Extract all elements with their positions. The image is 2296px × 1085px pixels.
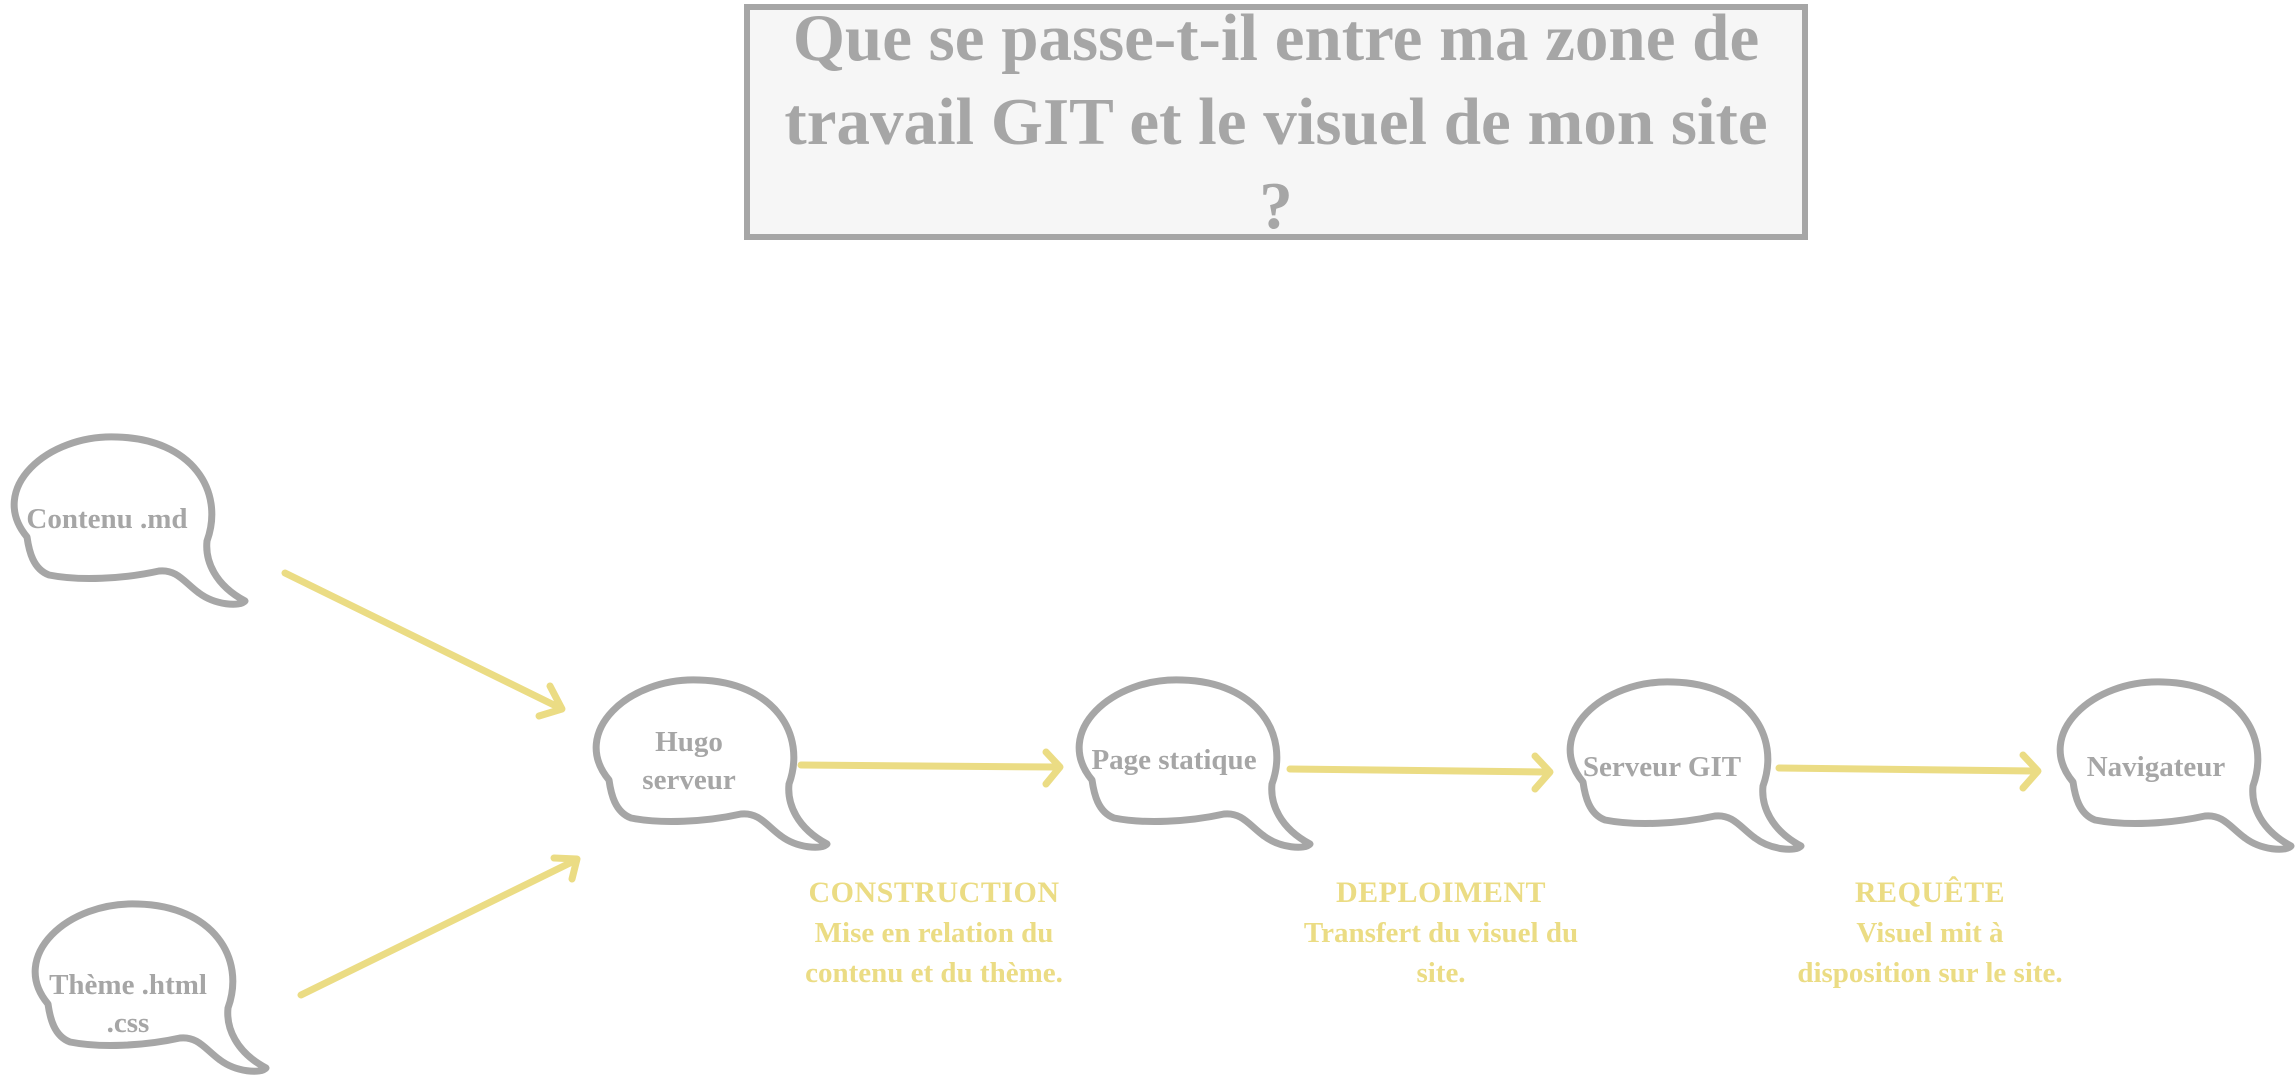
step-deploiement: DEPLOIMENT Transfert du visuel du site. — [1296, 873, 1586, 993]
step-requete-name: REQUÊTE — [1854, 876, 2006, 909]
step-deploiement-name: DEPLOIMENT — [1335, 876, 1547, 909]
arrow-git-to-navigateur — [1775, 751, 2042, 792]
step-construction: CONSTRUCTION Mise en relation du contenu… — [799, 873, 1069, 993]
node-theme-line-2: .css — [106, 1007, 150, 1039]
arrow-hugo-to-page — [797, 748, 1064, 788]
page-title: Que se passe-t-il entre ma zone de trava… — [784, 1, 1768, 243]
step-construction-desc: Mise en relation du contenu et du thème. — [805, 917, 1063, 989]
step-construction-name: CONSTRUCTION — [808, 876, 1060, 909]
step-requete: REQUÊTE Visuel mit à disposition sur le … — [1790, 873, 2070, 993]
node-navigateur-label: Navigateur — [2086, 751, 2226, 783]
step-requete-desc: Visuel mit à disposition sur le site. — [1797, 917, 2063, 989]
step-deploiement-desc: Transfert du visuel du site. — [1303, 917, 1579, 989]
node-hugo-line-1: Hugo — [655, 726, 723, 758]
node-page-statique-label: Page statique — [1091, 744, 1257, 776]
node-theme-line-1: Thème .html — [49, 969, 207, 1001]
node-hugo-line-2: serveur — [642, 764, 736, 796]
node-hugo-label: Hugo serveur — [642, 723, 735, 799]
arrow-contenu-to-hugo — [281, 569, 566, 720]
node-contenu-label: Contenu .md — [26, 503, 188, 535]
title-box: Que se passe-t-il entre ma zone de trava… — [744, 1, 1808, 243]
arrow-theme-to-hugo — [297, 854, 581, 999]
node-theme-label: Thème .html .css — [49, 966, 207, 1042]
node-serveur-git-label: Serveur GIT — [1582, 751, 1742, 783]
arrow-page-to-git — [1286, 752, 1554, 793]
